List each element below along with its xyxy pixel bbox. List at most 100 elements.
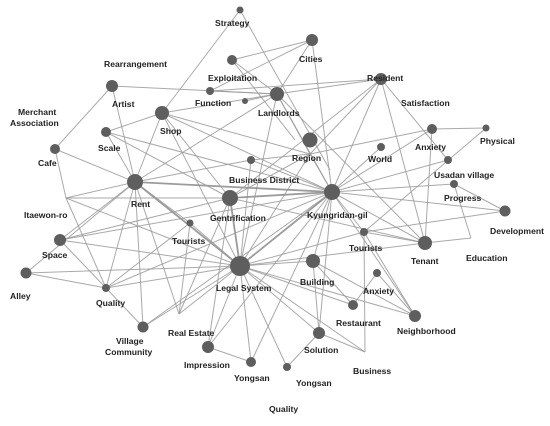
- edge: [250, 159, 333, 193]
- edge: [59, 191, 333, 241]
- node-rent[interactable]: [127, 174, 143, 190]
- edge: [105, 222, 191, 289]
- edge: [309, 78, 382, 155]
- node-solution[interactable]: [313, 327, 325, 339]
- edge: [250, 191, 333, 363]
- node-legal-system[interactable]: [230, 256, 250, 276]
- edge: [239, 260, 314, 267]
- edge: [318, 332, 366, 353]
- node-function[interactable]: [206, 87, 214, 95]
- label-village-community: Village Community: [105, 336, 152, 357]
- edge: [161, 112, 311, 155]
- edge: [54, 148, 136, 183]
- edge: [363, 231, 366, 353]
- label-development: Development: [490, 226, 544, 236]
- label-neighborhood: Neighborhood: [397, 326, 456, 336]
- edge: [105, 131, 136, 183]
- edge: [250, 153, 311, 161]
- node-kyungridan-gil[interactable]: [324, 184, 340, 200]
- node-scale[interactable]: [101, 127, 111, 137]
- node-usadan-village[interactable]: [444, 156, 452, 164]
- edge: [453, 183, 472, 239]
- node-village-community[interactable]: [137, 321, 149, 333]
- edge: [239, 159, 252, 267]
- label-anxiety-bottom: Anxiety: [363, 286, 394, 296]
- node-anxiety-bottom[interactable]: [373, 269, 381, 277]
- node-quality-left[interactable]: [102, 284, 110, 292]
- edge: [134, 159, 252, 183]
- node-exploitation[interactable]: [242, 98, 248, 104]
- edge: [312, 260, 354, 306]
- edge: [25, 265, 241, 274]
- node-tourists-right[interactable]: [360, 228, 368, 236]
- edge: [161, 93, 278, 114]
- node-development[interactable]: [499, 205, 511, 217]
- label-business: Business: [353, 366, 391, 376]
- label-usadan-village: Usadan village: [434, 170, 494, 180]
- node-world[interactable]: [377, 143, 385, 151]
- label-tourists-right: Tourists: [349, 243, 382, 253]
- node-alley[interactable]: [20, 267, 32, 279]
- edge: [134, 112, 163, 183]
- edge: [59, 239, 107, 289]
- label-artist: Artist: [112, 99, 135, 109]
- edge: [134, 93, 278, 183]
- node-landlords[interactable]: [270, 87, 284, 101]
- node-impression[interactable]: [202, 341, 214, 353]
- edge: [209, 78, 382, 92]
- edge: [363, 127, 487, 233]
- edge: [161, 112, 231, 199]
- edge: [286, 332, 320, 368]
- edge: [331, 191, 426, 244]
- label-cities: Cities: [299, 54, 323, 64]
- node-gentrification[interactable]: [222, 190, 238, 206]
- label-impression: Impression: [184, 360, 230, 370]
- edge: [111, 85, 278, 95]
- label-village-line2: Community: [105, 347, 152, 357]
- node-cities[interactable]: [306, 34, 318, 46]
- label-progress: Progress: [444, 193, 481, 203]
- edge: [331, 191, 506, 212]
- edge: [229, 153, 311, 199]
- label-landlords: Landlords: [258, 108, 300, 118]
- node-resident[interactable]: [375, 73, 387, 85]
- node-building[interactable]: [306, 254, 320, 268]
- edge: [59, 239, 241, 267]
- node-artist[interactable]: [106, 80, 118, 92]
- node-business-district[interactable]: [247, 156, 255, 164]
- label-village-line1: Village: [116, 336, 144, 346]
- node-strategy[interactable]: [236, 6, 244, 14]
- label-tenant: Tenant: [411, 256, 439, 266]
- edge: [276, 39, 313, 95]
- edge: [331, 78, 382, 193]
- edge: [309, 128, 433, 155]
- node-yongsan-right[interactable]: [283, 363, 291, 371]
- edge: [239, 153, 311, 267]
- node-progress[interactable]: [450, 180, 458, 188]
- node-physical[interactable]: [482, 124, 490, 132]
- label-strategy: Strategy: [215, 18, 250, 28]
- node-cafe[interactable]: [50, 144, 60, 154]
- node-tenant[interactable]: [418, 236, 432, 250]
- edge: [318, 191, 333, 334]
- label-yongsan-right: Yongsan: [296, 378, 332, 388]
- label-quality-bottom: Quality: [269, 404, 298, 414]
- node-anxiety-top[interactable]: [427, 124, 437, 134]
- node-tourists-left[interactable]: [186, 219, 194, 227]
- node-space[interactable]: [54, 234, 66, 246]
- edge: [65, 197, 241, 267]
- edge: [189, 222, 241, 267]
- node-shop[interactable]: [155, 106, 169, 120]
- node-rearrangement[interactable]: [227, 55, 237, 65]
- node-neighborhood[interactable]: [409, 310, 421, 322]
- node-yongsan-left[interactable]: [246, 357, 256, 367]
- node-region[interactable]: [302, 132, 318, 148]
- edge: [239, 9, 331, 171]
- edge: [105, 112, 163, 133]
- nodes: [20, 6, 511, 371]
- node-restaurant[interactable]: [348, 300, 358, 310]
- label-exploitation: Exploitation: [208, 73, 257, 83]
- edge: [105, 191, 333, 289]
